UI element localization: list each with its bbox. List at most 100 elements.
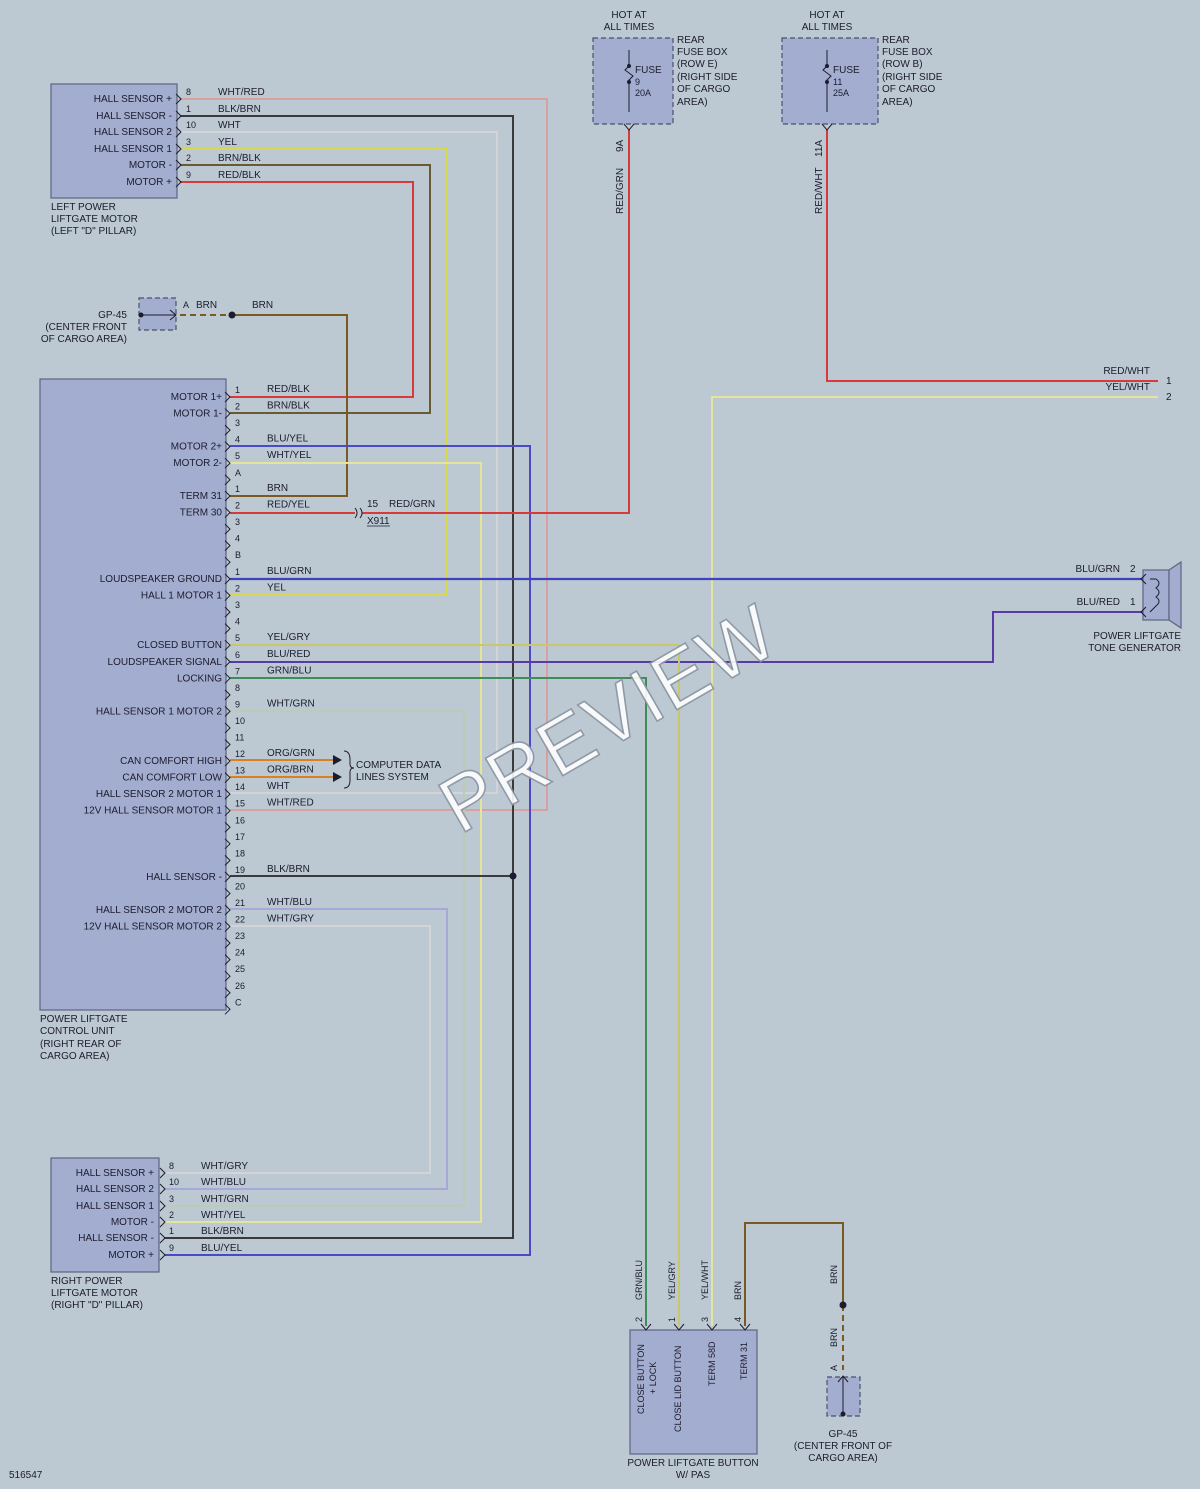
button-caption-2: W/ PAS [676, 1470, 711, 1481]
right-motor-pin-mark [159, 1232, 166, 1244]
control-unit-pin-mark [224, 805, 231, 817]
ground-point-gp45-bottom: BRN BRN A GP-45 (CENTER FRONT OF CARGO A… [794, 1265, 892, 1464]
fuse-e-amp: 20A [635, 88, 651, 98]
button-label-4: TERM 31 [739, 1342, 749, 1380]
control-unit-pin-label: MOTOR 1- [173, 409, 222, 420]
gp45-bottom-dot [840, 1411, 846, 1417]
control-unit-wire-label: YEL/GRY [267, 632, 310, 643]
control-unit-pin-number: 16 [235, 815, 245, 825]
fuse-e-wire: RED/GRN [615, 168, 626, 214]
control-unit-pin-mark [224, 937, 231, 949]
control-unit-pin-mark [224, 523, 231, 535]
left-motor-pin-mark [175, 126, 182, 138]
control-unit-pin-mark [224, 556, 231, 568]
right-motor-pin-number: 2 [169, 1210, 174, 1220]
right-motor-pin-label: HALL SENSOR 1 [76, 1201, 154, 1212]
wire-blu-red [230, 611, 1143, 663]
control-unit-pin-label: CLOSED BUTTON [137, 640, 222, 651]
left-motor-wire-label: YEL [218, 137, 237, 148]
control-unit-pin-number: 14 [235, 782, 245, 792]
button-pin-number: 1 [667, 1317, 677, 1322]
control-unit-pin-mark [224, 623, 231, 635]
control-unit-pin-number: 5 [235, 633, 240, 643]
button-wire-label: BRN [733, 1281, 743, 1300]
fuse-b-element [822, 50, 832, 112]
control-unit-pin-number: 13 [235, 766, 245, 776]
gp45-bottom-caption-1: (CENTER FRONT OF [794, 1441, 892, 1452]
fuse-e-hot2: ALL TIMES [604, 22, 655, 33]
gp45-bottom-label: GP-45 [829, 1429, 858, 1440]
control-unit-pin-number: 10 [235, 716, 245, 726]
left-motor-pin-mark [175, 93, 182, 105]
gp45-bottom-pin: A [829, 1365, 839, 1371]
left-motor-pin-label: HALL SENSOR 1 [94, 144, 172, 155]
control-unit-wire-label: GRN/BLU [267, 665, 311, 676]
left-motor-wire-label: BRN/BLK [218, 153, 261, 164]
control-unit-pin-number: C [235, 997, 242, 1007]
control-unit-pin-mark [224, 474, 231, 486]
button-wire-label: GRN/BLU [634, 1260, 644, 1300]
right-edge-wire-1: RED/WHT [1103, 366, 1150, 377]
control-unit-pin-number: 12 [235, 749, 245, 759]
gp45-top-wire-1: BRN [196, 300, 217, 311]
right-motor-pin-mark [159, 1200, 166, 1212]
left-motor-pin-mark [175, 159, 182, 171]
fuse-e-hot: HOT AT [611, 10, 646, 21]
control-unit-pin-label: MOTOR 1+ [171, 392, 222, 403]
control-unit-pin-label: LOUDSPEAKER GROUND [100, 574, 222, 585]
control-unit-wire-label: YEL [267, 583, 286, 594]
control-unit-pin-label: HALL SENSOR 1 MOTOR 2 [96, 706, 223, 717]
right-motor-caption-2: LIFTGATE MOTOR [51, 1288, 138, 1299]
splice-dot-brn-button [839, 1301, 847, 1309]
control-unit-pin-number: 24 [235, 948, 245, 958]
left-motor-pin-number: 9 [186, 170, 191, 180]
control-unit-pin-number: 5 [235, 451, 240, 461]
fuse-b-hot2: ALL TIMES [802, 22, 853, 33]
fuse-b-l2: FUSE BOX [882, 47, 933, 58]
right-motor-pin-number: 10 [169, 1177, 179, 1187]
left-motor-wire-label: RED/BLK [218, 170, 261, 181]
right-motor-pin-label: MOTOR + [108, 1250, 154, 1261]
button-label-3: TERM 58D [707, 1341, 717, 1386]
button-wire-label: YEL/WHT [700, 1259, 710, 1300]
wire-red-blk [180, 181, 414, 398]
control-unit-caption-2: CONTROL UNIT [40, 1026, 115, 1037]
control-unit-wire-label: WHT/GRY [267, 914, 314, 925]
control-unit-wire-label: BRN/BLK [267, 401, 310, 412]
fuse-b-num: 11 [833, 77, 842, 87]
right-motor-wire-label: WHT/BLU [201, 1177, 246, 1188]
wire-red-grn [362, 130, 630, 514]
left-motor-caption-2: LIFTGATE MOTOR [51, 214, 138, 225]
left-motor-caption-1: LEFT POWER [51, 202, 116, 213]
control-unit-wire-label: WHT [267, 781, 290, 792]
control-unit-wire-label: WHT/YEL [267, 450, 312, 461]
fuse-e-num: 9 [635, 77, 640, 87]
fuse-b-l5: OF CARGO [882, 84, 936, 95]
control-unit-pin-mark [224, 490, 231, 502]
control-unit-pin-number: 23 [235, 931, 245, 941]
wire-red-wht [826, 130, 1158, 382]
fuse-e-bottom-dot [627, 80, 631, 84]
splice-connector [354, 507, 363, 519]
control-unit-pin-label: HALL SENSOR - [146, 872, 222, 883]
control-unit-wire-label: BLU/RED [267, 649, 310, 660]
control-unit-pin-number: 25 [235, 964, 245, 974]
tone-wire-2: BLU/RED [1077, 597, 1120, 608]
left-motor-pin-number: 1 [186, 104, 191, 114]
control-unit-pin-number: 7 [235, 666, 240, 676]
control-unit-pin-label: MOTOR 2- [173, 458, 222, 469]
button-pin-mark [706, 1323, 718, 1331]
tone-pin-1: 2 [1130, 564, 1136, 575]
data-lines-label-2: LINES SYSTEM [356, 772, 429, 783]
gp45-top-caption-1: (CENTER FRONT [45, 322, 127, 333]
button-box [629, 1329, 758, 1455]
gp45-top-box [138, 297, 177, 331]
gp45-bottom-wire-2: BRN [829, 1328, 839, 1347]
left-motor-pin-label: MOTOR + [126, 177, 172, 188]
gp45-top-label: GP-45 [98, 310, 127, 321]
wire-blu-yel [165, 445, 531, 1256]
right-motor-pin-label: MOTOR - [111, 1217, 154, 1228]
arrow-can-high [333, 755, 342, 765]
gp45-bottom-wire-1: BRN [829, 1265, 839, 1284]
